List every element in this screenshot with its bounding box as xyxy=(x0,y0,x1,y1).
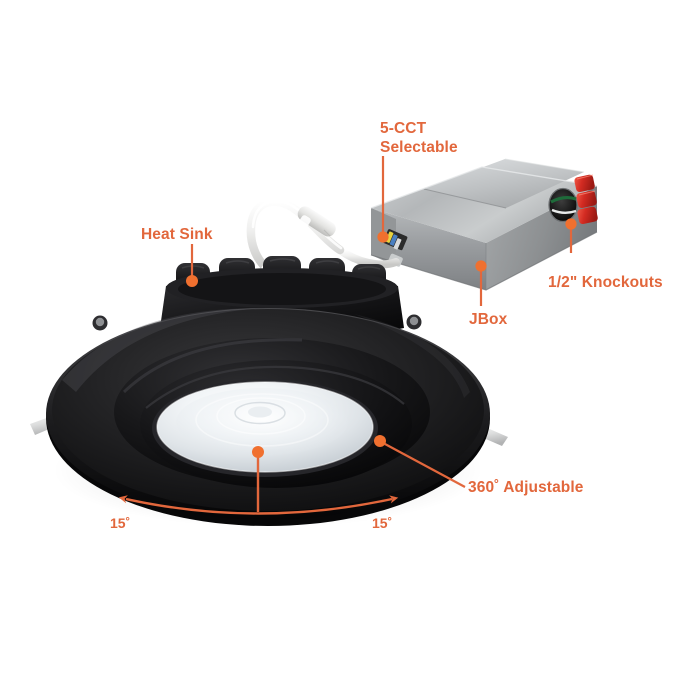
recessed-downlight-fixture xyxy=(30,256,508,526)
callout-label-jbox: JBox xyxy=(469,311,508,328)
jbox-lid-crease xyxy=(423,188,507,209)
quick-connector xyxy=(297,206,336,237)
jbox-lid-crease-2 xyxy=(504,158,585,173)
callout-leaders xyxy=(118,156,577,515)
callout-label-adjustable: 360˚ Adjustable xyxy=(468,479,584,496)
leader-dot-jbox xyxy=(475,260,487,272)
leader-dot-knockouts xyxy=(565,218,577,230)
lens-rim-highlight xyxy=(156,381,374,473)
lens-inner-glow xyxy=(176,388,348,456)
mounting-bosses xyxy=(92,314,422,331)
jbox-lid-panel xyxy=(424,159,584,208)
callout-label-cct: 5-CCT Selectable xyxy=(380,120,458,156)
callout-label-heat-sink: Heat Sink xyxy=(141,226,213,243)
callout-label-knockouts: 1/2" Knockouts xyxy=(548,274,663,291)
inner-cone-arc-highlight xyxy=(122,338,303,394)
jbox-front-face xyxy=(371,208,486,290)
jbox-top-edge-highlight xyxy=(370,166,598,209)
tilt-range-arc xyxy=(118,495,399,515)
angle-label-right: 15˚ xyxy=(372,515,393,531)
leader-dot-adjustable xyxy=(374,435,386,447)
tilt-center-dot xyxy=(252,446,264,458)
angle-label-left: 15˚ xyxy=(110,515,131,531)
lens-optic-ring-1 xyxy=(195,393,329,447)
housing-top-rim-inner xyxy=(178,273,386,305)
lens-optic-ring-2 xyxy=(216,397,306,435)
trim-sheen xyxy=(62,308,262,392)
lens-optic-ring-3 xyxy=(234,401,286,425)
jbox-knockout xyxy=(548,187,578,223)
junction-box xyxy=(370,158,598,291)
leader-dot-heat-sink xyxy=(186,275,198,287)
leader-dot-cct xyxy=(377,231,389,243)
cable-upper-run xyxy=(336,246,400,269)
lens-center-dome xyxy=(248,406,272,418)
wire-connectors xyxy=(574,174,598,225)
gimbal-seam xyxy=(145,365,405,409)
leader-line-adjustable xyxy=(384,443,466,488)
